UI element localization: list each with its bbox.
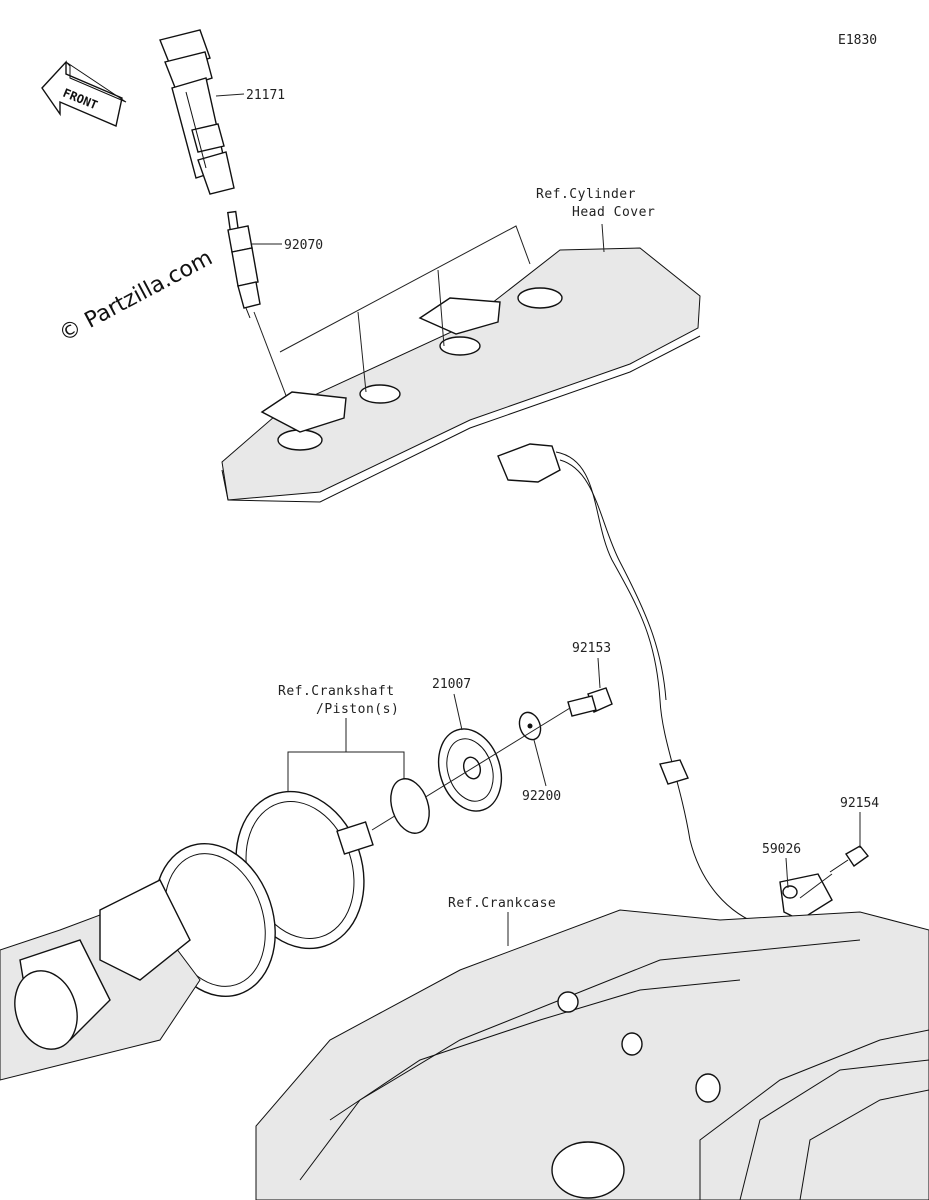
ref-cylinder-head-cover-line1[interactable]: Ref.Cylinder — [536, 187, 636, 202]
ref-crankshaft-line1[interactable]: Ref.Crankshaft — [278, 684, 395, 699]
cylinder-head-cover-icon — [221, 247, 701, 503]
part-label-59026[interactable]: 59026 — [762, 842, 801, 857]
front-arrow-icon: FRONT — [41, 60, 127, 127]
leader-head-cover-bracket — [279, 225, 531, 353]
leader-21007 — [453, 693, 463, 731]
bolt-92153-icon[interactable] — [567, 687, 613, 717]
part-label-92070[interactable]: 92070 — [284, 238, 323, 253]
leader-head-cover-2 — [357, 311, 367, 393]
bolt-92154-icon[interactable] — [829, 845, 870, 873]
leader-92070-drop — [253, 311, 291, 407]
washer-92200-icon[interactable] — [516, 709, 544, 742]
part-label-21171[interactable]: 21171 — [246, 88, 285, 103]
part-label-92200[interactable]: 92200 — [522, 789, 561, 804]
leader-92154-axis — [799, 873, 833, 899]
leader-head-cover-ref — [601, 223, 605, 253]
crankshaft-sensor-icon[interactable] — [497, 443, 833, 929]
leader-92153 — [597, 657, 601, 689]
ref-crankshaft-line2[interactable]: /Piston(s) — [316, 702, 399, 717]
ref-crankcase[interactable]: Ref.Crankcase — [448, 896, 556, 911]
ref-cylinder-head-cover-line2[interactable]: Head Cover — [572, 205, 655, 220]
leader-92200 — [533, 739, 547, 787]
spark-plug-icon[interactable] — [226, 210, 261, 319]
partzilla-watermark: © Partzilla.com — [55, 246, 217, 348]
part-label-92153[interactable]: 92153 — [572, 641, 611, 656]
leader-head-cover-3 — [437, 269, 445, 347]
crankshaft-icon — [0, 778, 430, 1081]
diagram-code: E1830 — [838, 33, 877, 48]
crankcase-icon — [255, 909, 929, 1200]
leader-21171 — [215, 93, 245, 97]
part-label-21007[interactable]: 21007 — [432, 677, 471, 692]
leader-59026 — [785, 857, 789, 889]
part-label-92154[interactable]: 92154 — [840, 796, 879, 811]
ignition-coil-icon[interactable] — [159, 29, 235, 195]
